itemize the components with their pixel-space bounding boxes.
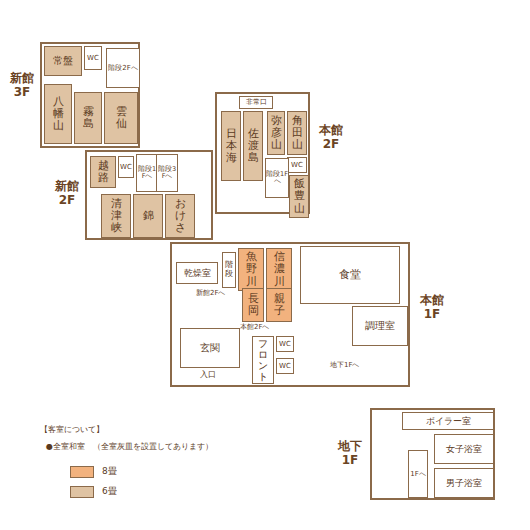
- room-box: 1Fへ: [408, 450, 428, 498]
- room-box: 佐渡島: [243, 111, 263, 181]
- room-box: 非常口: [239, 96, 273, 109]
- room-box: 食堂: [300, 246, 400, 304]
- room-box: 角田山: [287, 111, 307, 155]
- room-name: 非常口: [246, 98, 267, 106]
- room-box: 常盤: [44, 46, 82, 76]
- room-box: ボイラー室: [402, 412, 494, 430]
- room-name: 佐渡島: [248, 128, 259, 164]
- floor-outline: 地下 1Fボイラー室女子浴室男子浴室1Fへ: [370, 408, 495, 500]
- legend-swatch: [70, 486, 94, 498]
- legend-note: 【客室について】: [40, 426, 104, 435]
- room-box: WC: [118, 156, 134, 178]
- room-box: 階段: [222, 252, 236, 288]
- room-name: おけさ: [175, 198, 186, 234]
- room-box: 階段1Fへ: [136, 154, 158, 192]
- room-name: 信濃川: [274, 251, 285, 287]
- room-box: フロント: [252, 336, 274, 384]
- room-box: 階段2Fへ: [106, 48, 140, 88]
- floor-label: 新館 3F: [6, 72, 38, 100]
- room-name: 雲仙: [116, 106, 127, 130]
- room-box: 越路: [90, 156, 116, 188]
- room-box: 女子浴室: [434, 434, 494, 464]
- legend-text: 6畳: [102, 487, 117, 497]
- room-name: 玄関: [200, 342, 220, 354]
- floor-label: 本館 2F: [315, 124, 347, 152]
- room-box: 八幡山: [44, 84, 72, 144]
- room-name: 食堂: [339, 269, 361, 282]
- map-label: 地下1Fへ: [330, 362, 359, 370]
- room-box: WC: [84, 46, 102, 70]
- room-box: 日本海: [221, 111, 241, 181]
- room-box: 飯豊山: [289, 175, 309, 218]
- room-box: 玄関: [180, 328, 240, 368]
- legend-swatch: [70, 466, 94, 478]
- room-name: 階段: [225, 261, 233, 279]
- map-label: 新館2Fへ: [196, 290, 225, 298]
- floor-outline: 本館 2F非常口日本海佐渡島弥彦山角田山WC階段1Fへ飯豊山: [215, 92, 310, 214]
- room-name: ボイラー室: [426, 416, 471, 426]
- map-label: 入口: [200, 371, 216, 380]
- floor-label: 新館 2F: [51, 180, 83, 208]
- room-name: 調理室: [365, 320, 395, 332]
- room-name: 魚野川: [246, 251, 257, 287]
- room-box: WC: [276, 358, 294, 374]
- room-box: 乾燥室: [176, 262, 218, 284]
- room-name: 階段2Fへ: [108, 64, 137, 72]
- floor-label: 本館 1F: [416, 294, 448, 322]
- room-name: 男子浴室: [446, 478, 482, 488]
- floor-outline: 新館 2F越路WC階段1Fへ階段3Fへ清津峡錦おけさ: [85, 150, 213, 240]
- room-name: WC: [279, 362, 291, 370]
- room-box: 弥彦山: [267, 111, 285, 155]
- room-box: 親子: [266, 288, 292, 322]
- room-name: 弥彦山: [271, 115, 282, 151]
- room-box: 階段3Fへ: [156, 154, 178, 192]
- room-box: 清津峡: [101, 194, 131, 238]
- room-box: 調理室: [352, 306, 408, 346]
- floor-outline: 本館 1F乾燥室階段魚野川信濃川長岡親子食堂調理室玄関フロントWCWC: [170, 242, 410, 387]
- floor-label: 地下 1F: [334, 440, 366, 468]
- room-box: 魚野川: [238, 248, 264, 291]
- room-name: 清津峡: [111, 198, 122, 234]
- room-name: 1Fへ: [410, 470, 425, 478]
- room-name: フロント: [258, 338, 268, 382]
- room-name: 階段1Fへ: [266, 171, 288, 186]
- room-name: WC: [120, 163, 132, 171]
- room-box: 階段1Fへ: [265, 158, 289, 198]
- room-name: 日本海: [226, 128, 237, 164]
- room-name: WC: [279, 340, 291, 348]
- room-name: 錦: [143, 210, 154, 222]
- room-name: WC: [87, 54, 99, 62]
- room-box: 霧島: [74, 92, 102, 144]
- floor-outline: 新館 3F常盤WC階段2Fへ八幡山霧島雲仙: [40, 42, 140, 148]
- room-box: 信濃川: [266, 248, 292, 291]
- room-name: WC: [291, 161, 303, 169]
- map-label: 本館2Fへ: [240, 324, 269, 332]
- room-name: 霧島: [83, 106, 94, 130]
- room-name: 越路: [98, 160, 109, 184]
- room-name: 親子: [274, 293, 285, 317]
- room-box: WC: [276, 336, 294, 352]
- room-box: 雲仙: [104, 92, 138, 144]
- room-box: 錦: [133, 194, 163, 238]
- room-name: 角田山: [292, 115, 303, 151]
- room-name: 飯豊山: [294, 178, 305, 214]
- room-box: WC: [287, 157, 307, 173]
- legend-note: ●全室和室 （全室灰皿を設置してあります）: [46, 443, 213, 452]
- room-box: おけさ: [165, 194, 195, 238]
- room-name: 階段3Fへ: [157, 166, 177, 181]
- room-name: 乾燥室: [184, 268, 211, 278]
- room-box: 長岡: [242, 288, 264, 322]
- room-box: 男子浴室: [434, 468, 494, 498]
- room-name: 階段1Fへ: [137, 166, 157, 181]
- room-name: 常盤: [53, 55, 73, 67]
- room-name: 長岡: [248, 293, 259, 317]
- room-name: 女子浴室: [446, 444, 482, 454]
- legend-text: 8畳: [102, 467, 117, 477]
- room-name: 八幡山: [53, 96, 64, 132]
